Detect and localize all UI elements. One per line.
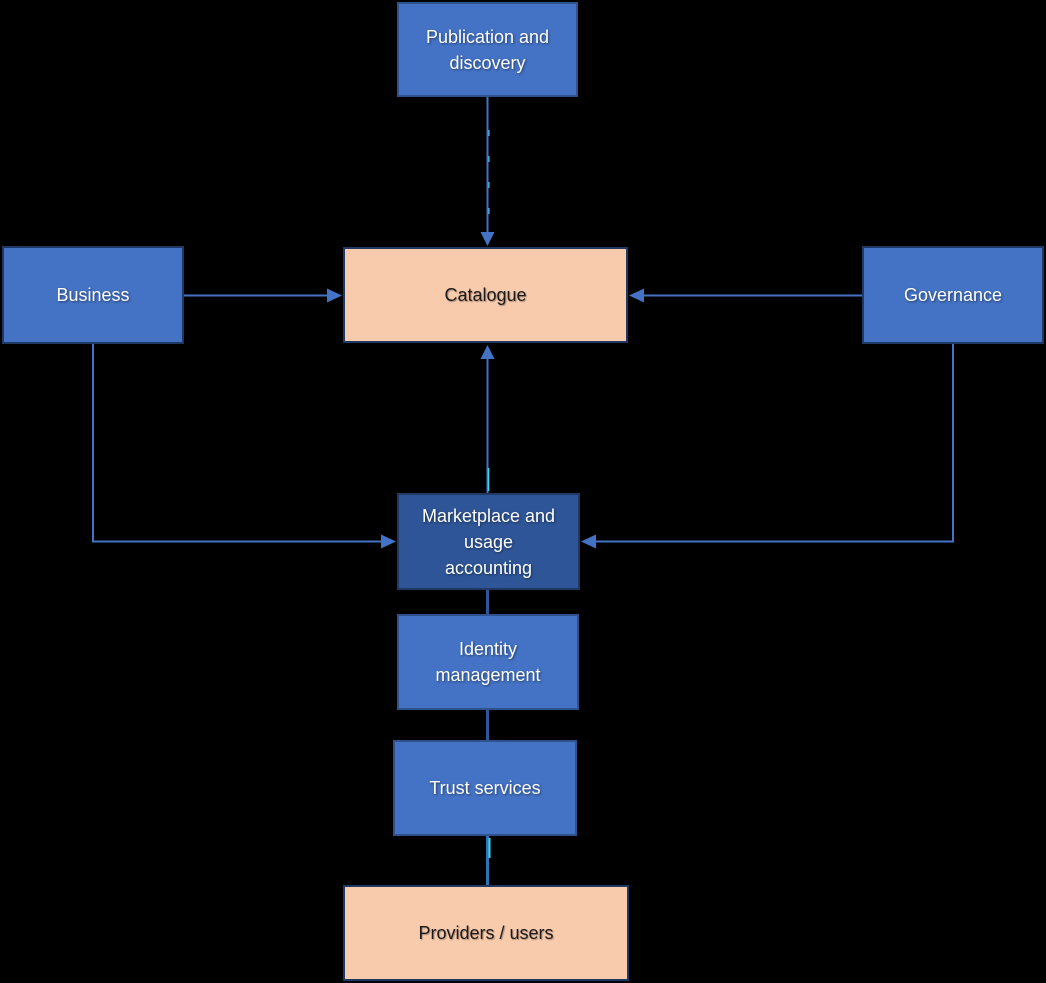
arrowhead-into-catalogue-top	[480, 232, 495, 246]
node-catalogue: Catalogue	[343, 247, 628, 343]
node-business: Business	[2, 246, 184, 344]
node-label: Governance	[903, 285, 1003, 305]
arrowhead-into-catalogue-right	[629, 288, 644, 303]
node-trust-services: Trust services	[393, 740, 577, 836]
arrowhead-into-marketplace-left	[381, 534, 396, 549]
node-label: Identity management	[435, 639, 541, 685]
connector-governance-to-marketplace	[595, 344, 954, 543]
node-label: Publication and discovery	[425, 26, 550, 73]
arrowhead-into-catalogue-bottom	[480, 345, 495, 359]
node-label: Catalogue	[444, 285, 527, 305]
node-label: Marketplace and usage accounting	[421, 505, 556, 578]
node-providers-users: Providers / users	[343, 885, 629, 981]
arrowhead-into-catalogue-left	[327, 288, 342, 303]
arrowhead-into-marketplace-right	[581, 534, 596, 549]
node-governance: Governance	[862, 246, 1044, 344]
node-label: Business	[56, 285, 130, 305]
node-marketplace-and-usage-accounting: Marketplace and usage accounting	[397, 493, 580, 590]
node-label: Providers / users	[418, 923, 554, 943]
connector-business-to-marketplace	[92, 344, 382, 543]
node-publication-and-discovery: Publication and discovery	[397, 2, 578, 97]
node-label: Trust services	[429, 778, 541, 798]
node-identity-management: Identity management	[397, 614, 579, 710]
